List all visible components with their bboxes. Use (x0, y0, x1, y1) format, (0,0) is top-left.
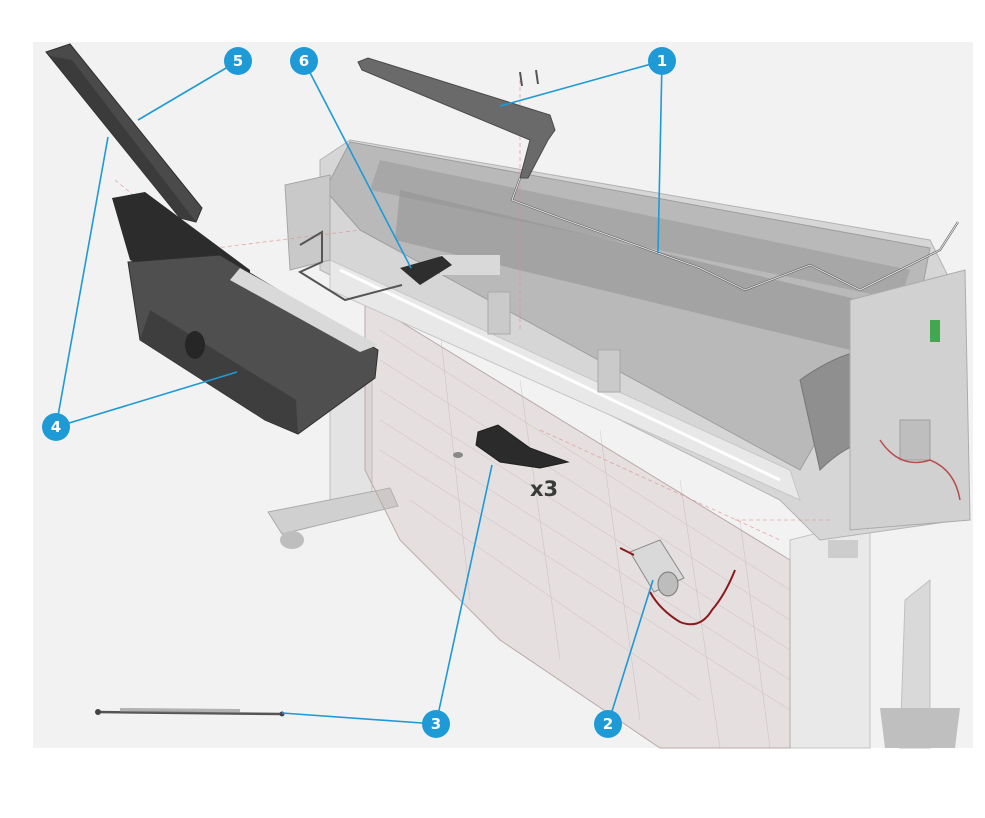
quantity-label: x3 (530, 477, 558, 501)
svg-text:4: 4 (51, 418, 61, 436)
part-1-rail-and-cable (357, 57, 959, 292)
callout-1: 1 (648, 47, 676, 75)
part-3-rod (95, 708, 285, 717)
svg-text:5: 5 (233, 52, 243, 70)
svg-text:1: 1 (657, 52, 667, 70)
part-5-cover-plate (45, 43, 203, 223)
part-6-bracket-assembly (297, 230, 452, 302)
callout-5: 5 (224, 47, 252, 75)
printer-body-ghost (267, 139, 971, 749)
svg-text:3: 3 (431, 715, 441, 733)
callout-2: 2 (594, 710, 622, 738)
svg-text:6: 6 (299, 52, 309, 70)
part-3-media-clip (453, 424, 570, 469)
callout-6: 6 (290, 47, 318, 75)
part-4-carriage-assembly (112, 192, 379, 435)
part-2-motor (619, 539, 736, 626)
svg-text:2: 2 (603, 715, 613, 733)
leader-lines (55, 60, 663, 725)
callout-4: 4 (42, 413, 70, 441)
callout-3: 3 (422, 710, 450, 738)
